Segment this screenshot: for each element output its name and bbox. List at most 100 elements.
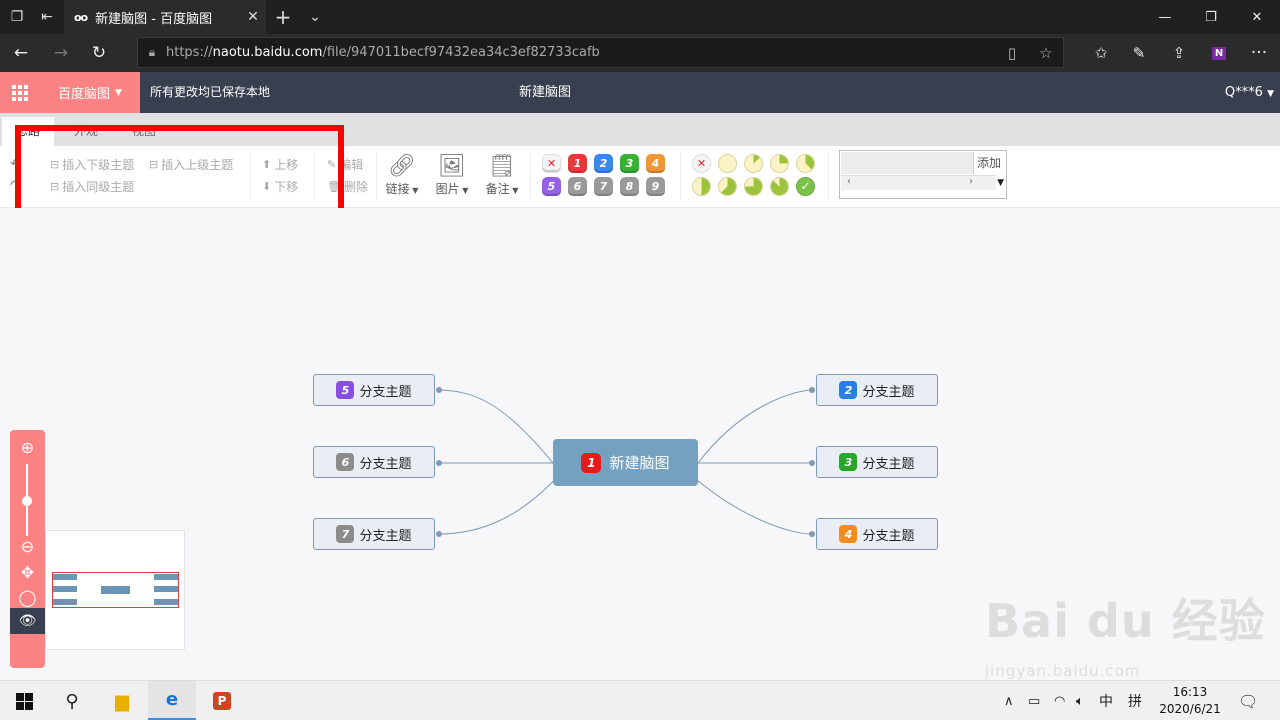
wifi-icon[interactable]: ◠ <box>1054 693 1066 709</box>
more-menu-icon[interactable]: ··· <box>1250 43 1268 63</box>
separator <box>376 152 377 200</box>
progress-3-icon[interactable] <box>796 154 815 173</box>
clock[interactable]: 16:13 2020/6/21 <box>1152 684 1228 718</box>
priority-5-icon[interactable]: 5 <box>542 177 561 196</box>
tab-idea[interactable]: 思路 <box>2 117 55 146</box>
user-name: Q***6 <box>1224 85 1263 100</box>
scroll-left-icon[interactable]: ‹ <box>847 176 851 187</box>
progress-1-icon[interactable] <box>744 154 763 173</box>
resource-add-button[interactable]: 添加 <box>977 156 1002 170</box>
move-down-button[interactable]: ⬇下移 <box>262 178 298 195</box>
minimap-node <box>53 574 77 580</box>
move-up-button[interactable]: ⬆上移 <box>262 156 298 173</box>
hand-move-icon[interactable]: ✥ <box>20 562 35 582</box>
link-button[interactable]: 🔗︎ 链接 ▼ <box>382 154 422 197</box>
battery-icon[interactable]: ▭ <box>1028 693 1041 709</box>
volume-icon[interactable]: 🔈︎ <box>1076 693 1084 709</box>
zoom-out-icon[interactable]: ⊖ <box>20 536 35 556</box>
reading-view-icon[interactable]: ▯ <box>1007 43 1017 62</box>
share-icon[interactable]: ⇪ <box>1172 44 1186 62</box>
branch-topic[interactable]: 5 分支主题 <box>313 374 435 406</box>
branch-topic[interactable]: 7 分支主题 <box>313 518 435 550</box>
progress-done-icon[interactable]: ✓ <box>796 177 815 196</box>
refresh-icon[interactable]: ↻ <box>91 43 107 63</box>
browser-tab-active[interactable]: oo 新建脑图 - 百度脑图 ✕ <box>64 0 266 34</box>
minimap[interactable] <box>45 530 185 650</box>
separator <box>314 152 315 200</box>
favorites-list-icon[interactable]: ✩ <box>1094 44 1108 62</box>
branch-topic[interactable]: 2 分支主题 <box>816 374 938 406</box>
tab-close-icon[interactable]: ✕ <box>247 9 259 25</box>
forward-icon[interactable]: → <box>53 43 69 63</box>
eye-icon[interactable]: 👁︎ <box>10 608 45 634</box>
branch-connectors <box>436 387 815 537</box>
ime-language[interactable]: 中 <box>1099 694 1113 710</box>
apps-grid-icon[interactable] <box>0 72 40 113</box>
start-windows-icon[interactable] <box>0 681 48 720</box>
search-icon[interactable]: ⚲ <box>65 690 79 712</box>
resource-dropdown-icon[interactable]: ▼ <box>997 178 1004 188</box>
ime-mode[interactable]: 拼 <box>1128 694 1142 710</box>
new-tab-icon[interactable]: + <box>274 5 292 29</box>
insert-sibling-button[interactable]: ⊟插入同级主题 <box>50 178 134 195</box>
address-bar[interactable]: 🔒︎ https://naotu.baidu.com/file/947011be… <box>137 37 1064 68</box>
delete-button[interactable]: 🗑︎删除 <box>327 178 368 195</box>
priority-7-icon[interactable]: 7 <box>594 177 613 196</box>
show-hidden-icons-icon[interactable]: ∧ <box>1004 693 1014 709</box>
zoom-slider-handle[interactable] <box>22 496 32 506</box>
minimap-viewport[interactable] <box>52 572 179 608</box>
branch-topic-label: 分支主题 <box>359 528 412 544</box>
back-icon[interactable]: ← <box>13 43 29 63</box>
pen-icon[interactable]: ✎ <box>1132 44 1146 62</box>
priority-2-icon[interactable]: 2 <box>594 154 613 173</box>
tab-actions-icon[interactable]: ❐ <box>10 9 24 25</box>
progress-2-icon[interactable] <box>770 154 789 173</box>
priority-1-icon[interactable]: 1 <box>568 154 587 173</box>
file-explorer-icon[interactable]: ▆ <box>115 690 129 712</box>
powerpoint-icon[interactable]: P <box>198 681 246 720</box>
progress-0-icon[interactable] <box>718 154 737 173</box>
priority-4-icon[interactable]: 4 <box>646 154 665 173</box>
close-window-icon[interactable]: ✕ <box>1251 9 1263 25</box>
branch-topic[interactable]: 6 分支主题 <box>313 446 435 478</box>
caret-down-icon: ▼ <box>115 87 122 98</box>
clock-time: 16:13 <box>1172 685 1208 699</box>
brand-menu-button[interactable]: 百度脑图 ▼ <box>40 72 140 113</box>
user-menu[interactable]: Q***6 ▼ <box>1225 72 1274 113</box>
onenote-icon[interactable]: N <box>1200 34 1238 72</box>
priority-8-icon[interactable]: 8 <box>620 177 639 196</box>
remove-progress-icon[interactable]: ✕ <box>692 154 711 173</box>
scroll-right-icon[interactable]: › <box>969 176 973 187</box>
mindmap-canvas[interactable]: 1 新建脑图 5 分支主题 6 分支主题 7 分支主题 2 分支主题 3 分支主… <box>0 208 1280 680</box>
image-button[interactable]: 🖼︎ 图片 ▼ <box>432 154 472 197</box>
branch-topic[interactable]: 4 分支主题 <box>816 518 938 550</box>
insert-child-button[interactable]: ⊟插入下级主题 <box>50 156 134 173</box>
brand-label: 百度脑图 <box>58 87 111 102</box>
edit-button[interactable]: ✎编辑 <box>327 156 363 173</box>
resource-scrollbar[interactable]: ‹› <box>841 175 996 190</box>
minimize-icon[interactable]: — <box>1158 9 1172 25</box>
caret-down-icon: ▼ <box>409 186 419 195</box>
progress-5-icon[interactable] <box>718 177 737 196</box>
progress-6-icon[interactable] <box>744 177 763 196</box>
progress-4-icon[interactable] <box>692 177 711 196</box>
insert-parent-button[interactable]: ⊟插入上级主题 <box>149 156 233 173</box>
priority-3-icon[interactable]: 3 <box>620 154 639 173</box>
priority-9-icon[interactable]: 9 <box>646 177 665 196</box>
tab-list-chevron-icon[interactable]: ⌄ <box>309 9 321 25</box>
remove-priority-icon[interactable]: ✕ <box>542 154 561 173</box>
document-title[interactable]: 新建脑图 <box>518 85 571 100</box>
priority-6-icon[interactable]: 6 <box>568 177 587 196</box>
edge-browser-icon[interactable]: e <box>148 681 196 720</box>
favorite-star-icon[interactable]: ☆ <box>1039 43 1053 62</box>
zoom-in-icon[interactable]: ⊕ <box>20 437 35 457</box>
restore-icon[interactable]: ❐ <box>1205 9 1217 25</box>
notifications-icon[interactable]: 🗨︎ <box>1238 691 1259 711</box>
branch-topic[interactable]: 3 分支主题 <box>816 446 938 478</box>
locate-root-icon[interactable]: ◯ <box>18 587 37 607</box>
set-tabs-aside-icon[interactable]: ⇤ <box>41 9 53 25</box>
progress-7-icon[interactable] <box>770 177 789 196</box>
root-topic[interactable]: 1 新建脑图 <box>553 439 698 486</box>
resource-input[interactable] <box>841 152 974 174</box>
note-button[interactable]: 🗒︎ 备注 ▼ <box>482 154 522 197</box>
